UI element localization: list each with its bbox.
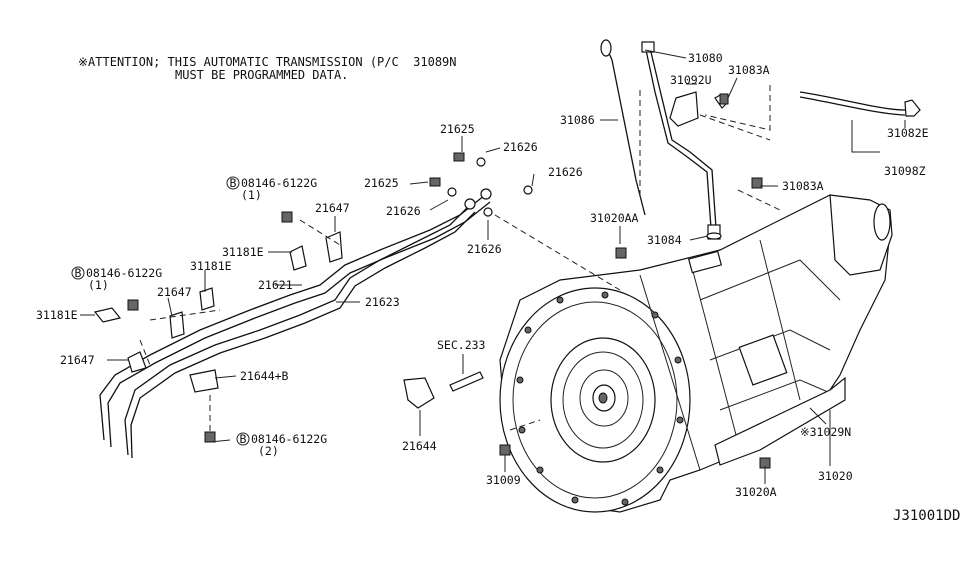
callout-31009: 31009 [486,473,521,487]
callout-21647: 21647 [315,201,350,215]
callout-b-marker: B [240,432,247,446]
attention-note-line1: ※ATTENTION; THIS AUTOMATIC TRANSMISSION … [78,55,457,69]
callout-21626: 21626 [503,140,538,154]
callout-21626: 21626 [467,242,502,256]
callout-sec-233: SEC.233 [437,338,486,352]
callout-31092u: 31092U [670,73,712,87]
dipstick [600,39,646,216]
callout-21647: 21647 [157,285,192,299]
callout-21625: 21625 [440,122,475,136]
callout-08146-6122g: 08146-6122G [241,176,317,190]
attention-note-line2: MUST BE PROGRAMMED DATA. [175,68,349,82]
transmission-assembly [499,194,893,513]
callout-31083a: 31083A [782,179,824,193]
callout-31020: 31020 [818,469,853,483]
callout-b-marker: B [75,266,82,280]
callout-qty: (1) [88,278,109,292]
callout-08146-6122g: 08146-6122G [251,432,327,446]
callout-21644-b: 21644+B [240,369,289,383]
callout-21626: 21626 [548,165,583,179]
callout-qty: (1) [241,188,262,202]
callout-21644: 21644 [402,439,437,453]
callout-21621: 21621 [258,278,293,292]
callout-31029n: ※31029N [800,425,851,439]
callout-31084: 31084 [647,233,682,247]
callout-31181e: 31181E [36,308,78,322]
callout-21625: 21625 [364,176,399,190]
bolts [127,93,771,469]
callout-31098z: 31098Z [884,164,926,178]
callout-b-marker: B [230,176,237,190]
circle-b-markers [71,176,250,446]
callout-21647: 21647 [60,353,95,367]
callout-qty: (2) [258,444,279,458]
callout-31020a: 31020A [735,485,777,499]
clips [93,231,435,409]
callout-31086: 31086 [560,113,595,127]
bracket-31092u [669,91,729,127]
callout-31181e: 31181E [190,259,232,273]
callout-31080: 31080 [688,51,723,65]
leader-lines [80,49,906,484]
cooler-pipes [99,188,492,459]
callout-31083a: 31083A [728,63,770,77]
callout-21626: 21626 [386,204,421,218]
diagram-reference-code: J31001DD [893,508,961,524]
callout-08146-6122g: 08146-6122G [86,266,162,280]
callout-31082e: 31082E [887,126,929,140]
shift-cable [704,85,921,131]
callout-21623: 21623 [365,295,400,309]
dashed-guides [139,90,781,432]
filler-tube [641,41,722,240]
callout-31020aa: 31020AA [590,211,639,225]
callout-31181e: 31181E [222,245,264,259]
